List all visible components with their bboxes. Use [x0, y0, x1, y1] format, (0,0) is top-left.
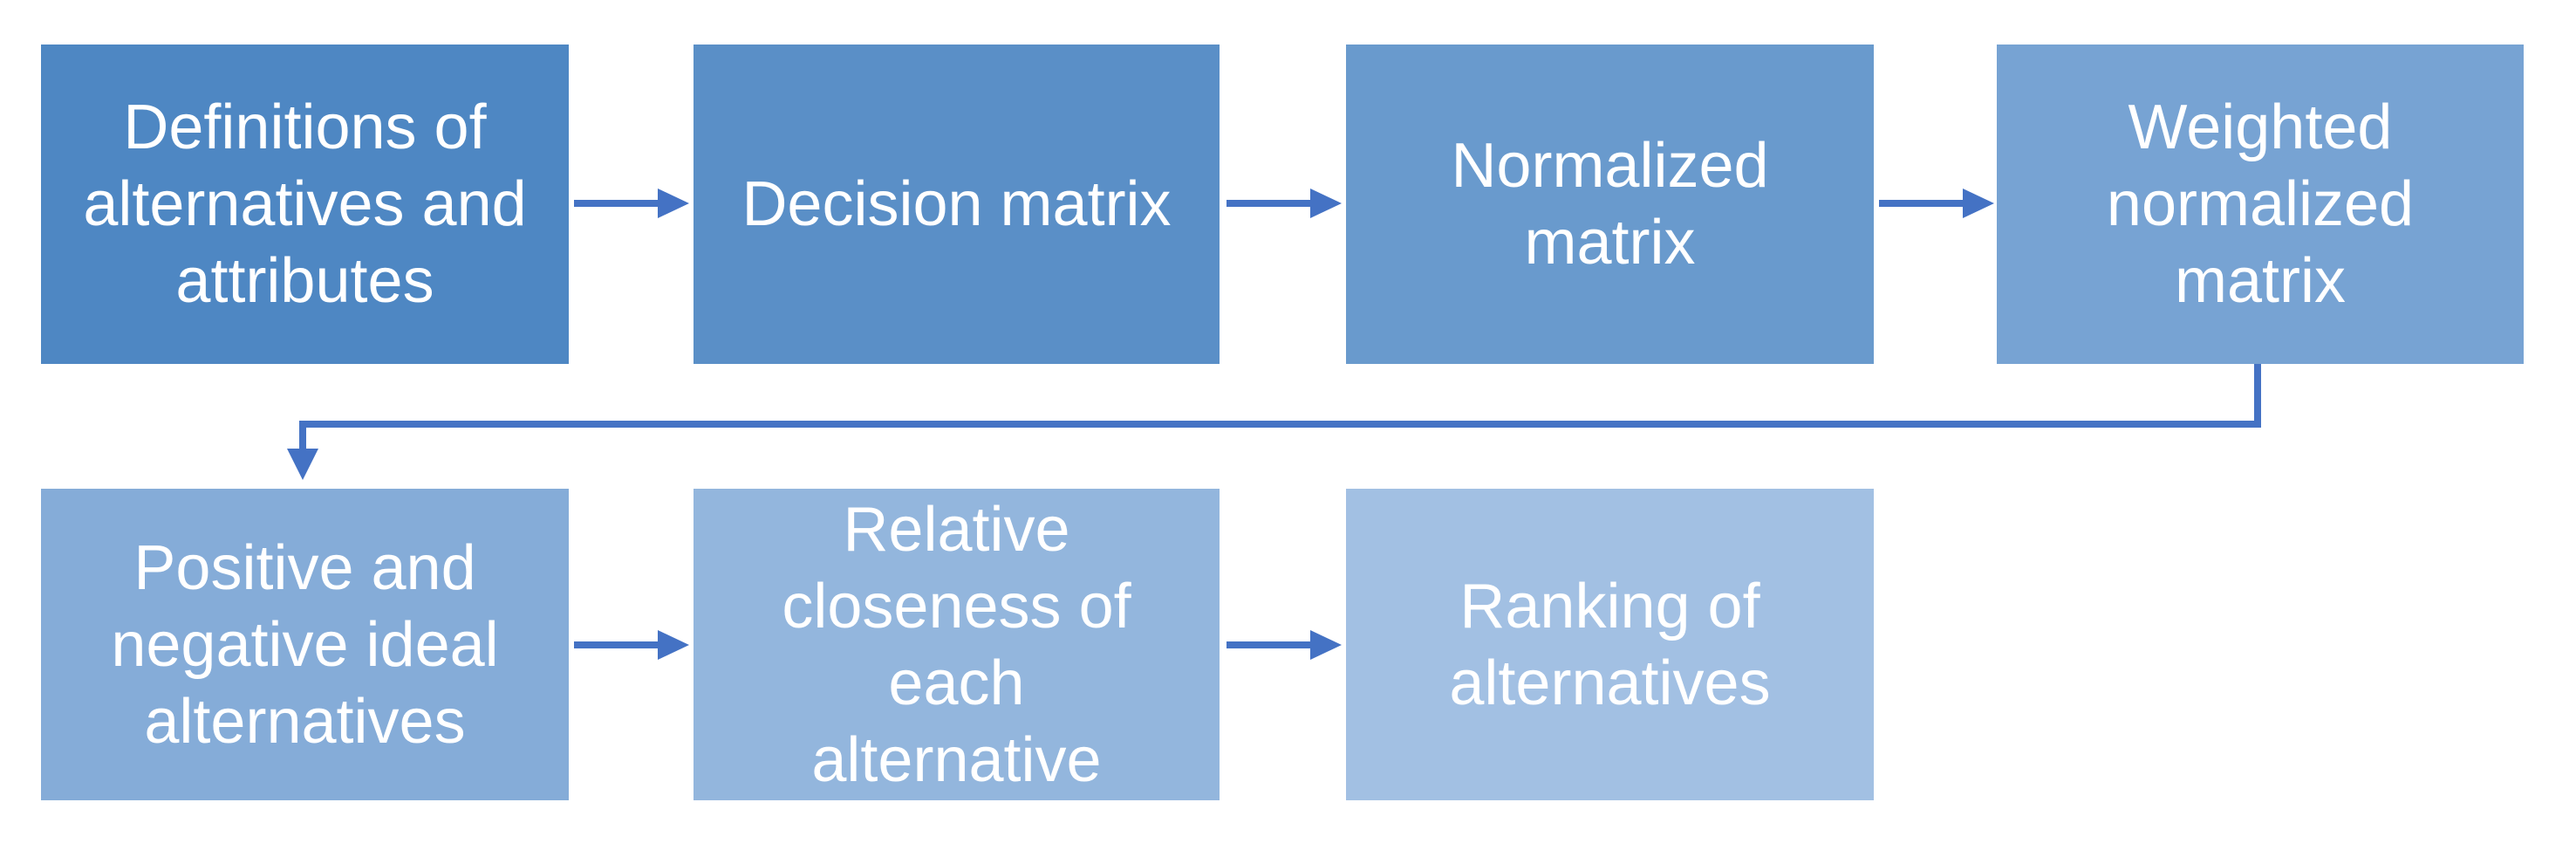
flow-step-normalized-matrix: Normalized matrix	[1346, 45, 1874, 364]
arrow-normalized-to-weighted-head-icon	[1963, 189, 1994, 218]
arrow-normalized-to-weighted-shaft	[1879, 200, 1966, 207]
arrow-closeness-to-ranking-shaft	[1227, 641, 1314, 648]
arrow-definitions-to-decision-head-icon	[658, 189, 689, 218]
flow-step-ranking: Ranking of alternatives	[1346, 489, 1874, 800]
arrow-definitions-to-decision-shaft	[574, 200, 661, 207]
flow-step-relative-closeness: Relative closeness of each alternative	[694, 489, 1220, 800]
elbow-connector-drop-to-ideal	[299, 421, 306, 449]
arrow-ideal-to-closeness-shaft	[574, 641, 661, 648]
flow-step-definitions: Definitions of alternatives and attribut…	[41, 45, 569, 364]
flow-step-ideal-alternatives-label: Positive and negative ideal alternatives	[111, 532, 499, 757]
arrow-ideal-to-closeness-head-icon	[658, 630, 689, 660]
flow-step-relative-closeness-label: Relative closeness of each alternative	[782, 494, 1131, 795]
arrow-decision-to-normalized-head-icon	[1310, 189, 1342, 218]
flow-step-weighted-normalized-matrix: Weighted normalized matrix	[1997, 45, 2524, 364]
flow-step-definitions-label: Definitions of alternatives and attribut…	[83, 93, 527, 316]
elbow-connector-arrowhead-icon	[287, 449, 318, 480]
elbow-connector-drop-from-weighted	[2254, 364, 2261, 428]
flow-step-ideal-alternatives: Positive and negative ideal alternatives	[41, 489, 569, 800]
flow-step-ranking-label: Ranking of alternatives	[1449, 571, 1771, 718]
flow-step-decision-matrix-label: Decision matrix	[741, 169, 1172, 239]
flow-step-decision-matrix: Decision matrix	[694, 45, 1220, 364]
arrow-closeness-to-ranking-head-icon	[1310, 630, 1342, 660]
flow-step-normalized-matrix-label: Normalized matrix	[1451, 131, 1769, 278]
elbow-connector-horizontal	[299, 421, 2261, 428]
flow-step-weighted-normalized-matrix-label: Weighted normalized matrix	[2106, 93, 2415, 316]
arrow-decision-to-normalized-shaft	[1227, 200, 1314, 207]
